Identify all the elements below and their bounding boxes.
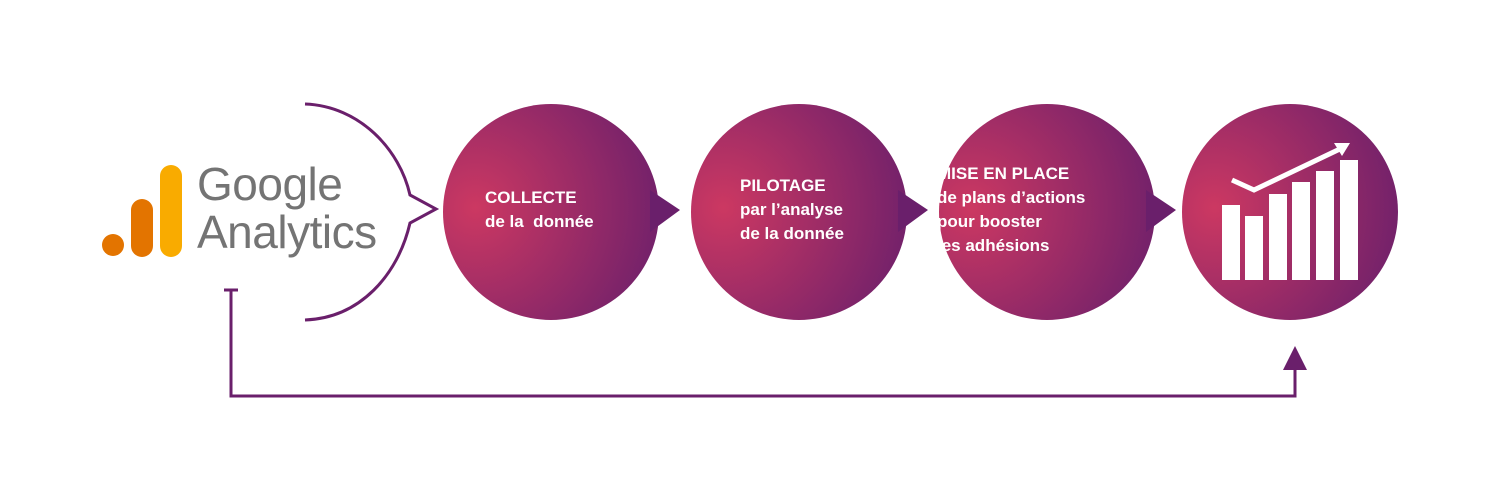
- step-title: MISE EN PLACE: [937, 164, 1070, 183]
- step-line: pour booster: [937, 212, 1042, 231]
- step-line: les adhésions: [937, 236, 1050, 255]
- logo-text-analytics: Analytics: [197, 206, 377, 258]
- step-line: de la donnée: [485, 212, 594, 231]
- step-bubble-pilotage: [691, 104, 928, 320]
- step-line: de plans d’actions: [937, 188, 1086, 207]
- growth-bar-chart-icon: [1222, 143, 1358, 280]
- logo-text-google: Google: [197, 158, 343, 210]
- feedback-loop-arrow: [224, 288, 1307, 398]
- step-bubble-mise-en-place: [939, 104, 1176, 320]
- step-title: COLLECTE: [485, 188, 577, 207]
- step-bubble-collecte: [443, 104, 680, 320]
- step-label-pilotage: PILOTAGE par l’analyse de la donnée: [740, 174, 844, 246]
- step-line: par l’analyse: [740, 200, 844, 219]
- result-bubble: [1182, 104, 1398, 320]
- google-analytics-logo-icon: [102, 165, 182, 257]
- step-label-collecte: COLLECTE de la donnée: [485, 186, 594, 234]
- step-line: de la donnée: [740, 224, 844, 243]
- source-bubble-outline: [304, 102, 440, 322]
- step-title: PILOTAGE: [740, 176, 826, 195]
- step-label-mise-en-place: MISE EN PLACE de plans d’actions pour bo…: [937, 162, 1085, 258]
